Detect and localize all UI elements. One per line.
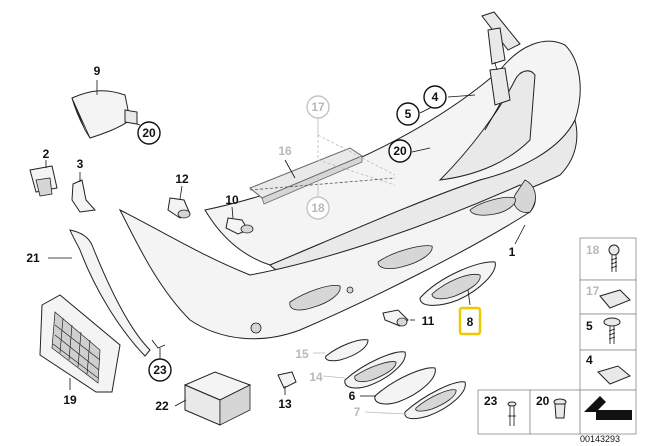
sensor-part-10[interactable] — [225, 217, 254, 235]
arrow-symbol-icon — [584, 396, 632, 420]
legend-label-23: 23 — [484, 394, 498, 408]
callout-8[interactable]: 8 — [467, 315, 474, 329]
clip-part-2[interactable] — [29, 165, 58, 197]
callout-11[interactable]: 11 — [422, 314, 435, 328]
legend-label-17: 17 — [586, 284, 600, 298]
callout-3[interactable]: 3 — [77, 157, 84, 171]
callout-5-circle — [396, 102, 420, 126]
callout-20a[interactable]: 20 — [142, 126, 156, 140]
callout-13[interactable]: 13 — [278, 397, 292, 411]
callout-15[interactable]: 15 — [295, 347, 309, 361]
callout-20-circle-b — [388, 139, 412, 163]
fastener-legend: 18 17 5 4 23 20 00143293 — [477, 237, 637, 444]
callout-4[interactable]: 4 — [432, 90, 439, 104]
callout-17-circle — [306, 95, 330, 119]
screw-5-icon — [603, 317, 621, 344]
plug-20-icon — [553, 398, 567, 419]
trim-part-15[interactable] — [325, 339, 369, 362]
callout-16[interactable]: 16 — [278, 144, 292, 158]
callout-10[interactable]: 10 — [225, 193, 239, 207]
callout-23-circle — [148, 358, 172, 382]
trim-ring-part-8[interactable] — [419, 261, 496, 306]
nut-clip-4-icon — [597, 365, 631, 385]
callout-4-circle — [423, 85, 447, 109]
legend-label-5: 5 — [586, 319, 593, 333]
side-strip-part-21[interactable] — [69, 229, 151, 357]
bracket-part-9[interactable] — [71, 90, 138, 139]
callout-17[interactable]: 17 — [311, 100, 325, 114]
callout-20b[interactable]: 20 — [393, 144, 407, 158]
leader-lines — [45, 80, 526, 415]
highlight-box-8 — [458, 306, 482, 336]
trim-part-6[interactable] — [374, 367, 436, 405]
callout-18-circle — [306, 196, 330, 220]
screw-18-icon — [608, 244, 620, 272]
grille-part-19[interactable] — [39, 294, 121, 393]
callout-7[interactable]: 7 — [354, 405, 361, 419]
callout-2[interactable]: 2 — [43, 147, 50, 161]
callout-21[interactable]: 21 — [26, 251, 40, 265]
legend-label-18: 18 — [586, 243, 600, 257]
wiring-harness[interactable] — [481, 11, 521, 131]
connector-part-23[interactable] — [151, 339, 166, 349]
clip-part-11[interactable] — [382, 309, 409, 327]
callout-6[interactable]: 6 — [349, 389, 356, 403]
clip-part-3[interactable] — [71, 179, 97, 213]
trim-part-7[interactable] — [404, 381, 466, 420]
callout-20-circle-a — [137, 121, 161, 145]
callout-9[interactable]: 9 — [94, 64, 101, 78]
legend-cell-23[interactable] — [477, 389, 531, 435]
legend-cell-20[interactable] — [529, 389, 581, 435]
nut-clip-17-icon — [599, 289, 631, 309]
callouts: 9 20 2 3 12 10 17 16 18 4 5 20 1 21 11 — [26, 64, 515, 419]
sensor-part-12[interactable] — [167, 197, 191, 219]
bracket-part-16[interactable] — [249, 147, 364, 205]
callout-14[interactable]: 14 — [309, 370, 323, 384]
box-part-22[interactable] — [183, 371, 252, 426]
callout-12[interactable]: 12 — [175, 172, 189, 186]
callout-18[interactable]: 18 — [311, 201, 325, 215]
rivet-23-icon — [507, 401, 517, 426]
callout-22[interactable]: 22 — [155, 399, 169, 413]
drawing-code: 00143293 — [580, 434, 620, 444]
callout-5[interactable]: 5 — [405, 107, 412, 121]
callout-19[interactable]: 19 — [63, 393, 77, 407]
dashed-outline-17 — [317, 134, 396, 186]
rear-bumper-cover[interactable] — [118, 40, 581, 340]
legend-label-4: 4 — [586, 353, 593, 367]
trim-part-14[interactable] — [344, 351, 406, 389]
callout-1[interactable]: 1 — [509, 245, 516, 259]
dashed-outline-16 — [249, 177, 396, 191]
cap-part-13[interactable] — [277, 371, 297, 389]
legend-label-20: 20 — [536, 394, 550, 408]
callout-23[interactable]: 23 — [153, 363, 167, 377]
